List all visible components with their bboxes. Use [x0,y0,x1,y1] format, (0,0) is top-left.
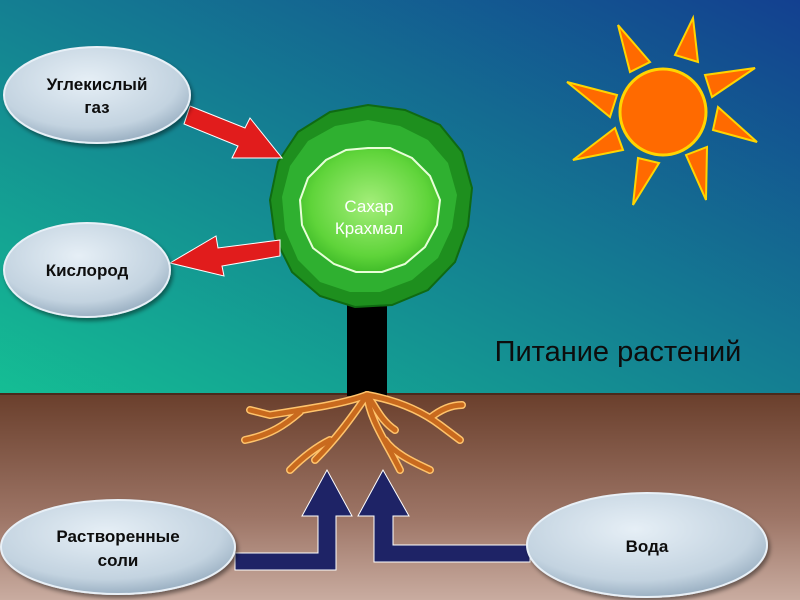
oxygen-label: Кислород [46,261,129,280]
sun-icon [566,14,758,206]
slide-title: Питание растений [495,336,742,368]
tree-icon: Сахар Крахмал [268,103,474,309]
co2-pill [3,46,191,144]
co2-label-line-1: Углекислый [47,75,148,94]
co2-label-line-2: газ [84,98,109,117]
crown-text-line-2: Крахмал [335,219,403,238]
tree-trunk [347,300,387,396]
arrow-icon-co2 [183,105,284,159]
water-pill [526,492,768,598]
arrow-icon-salts [234,468,353,571]
arrow-icon-water [357,468,531,563]
oxygen-pill [3,222,171,318]
salts-label-line-2: соли [98,551,139,570]
arrow-icon-oxygen [168,235,281,277]
tree-crown-inner [298,147,442,273]
salts-pill [0,499,236,595]
water-label: Вода [626,537,669,556]
crown-text-line-1: Сахар [344,197,393,216]
salts-label-line-1: Растворенные [56,527,179,546]
